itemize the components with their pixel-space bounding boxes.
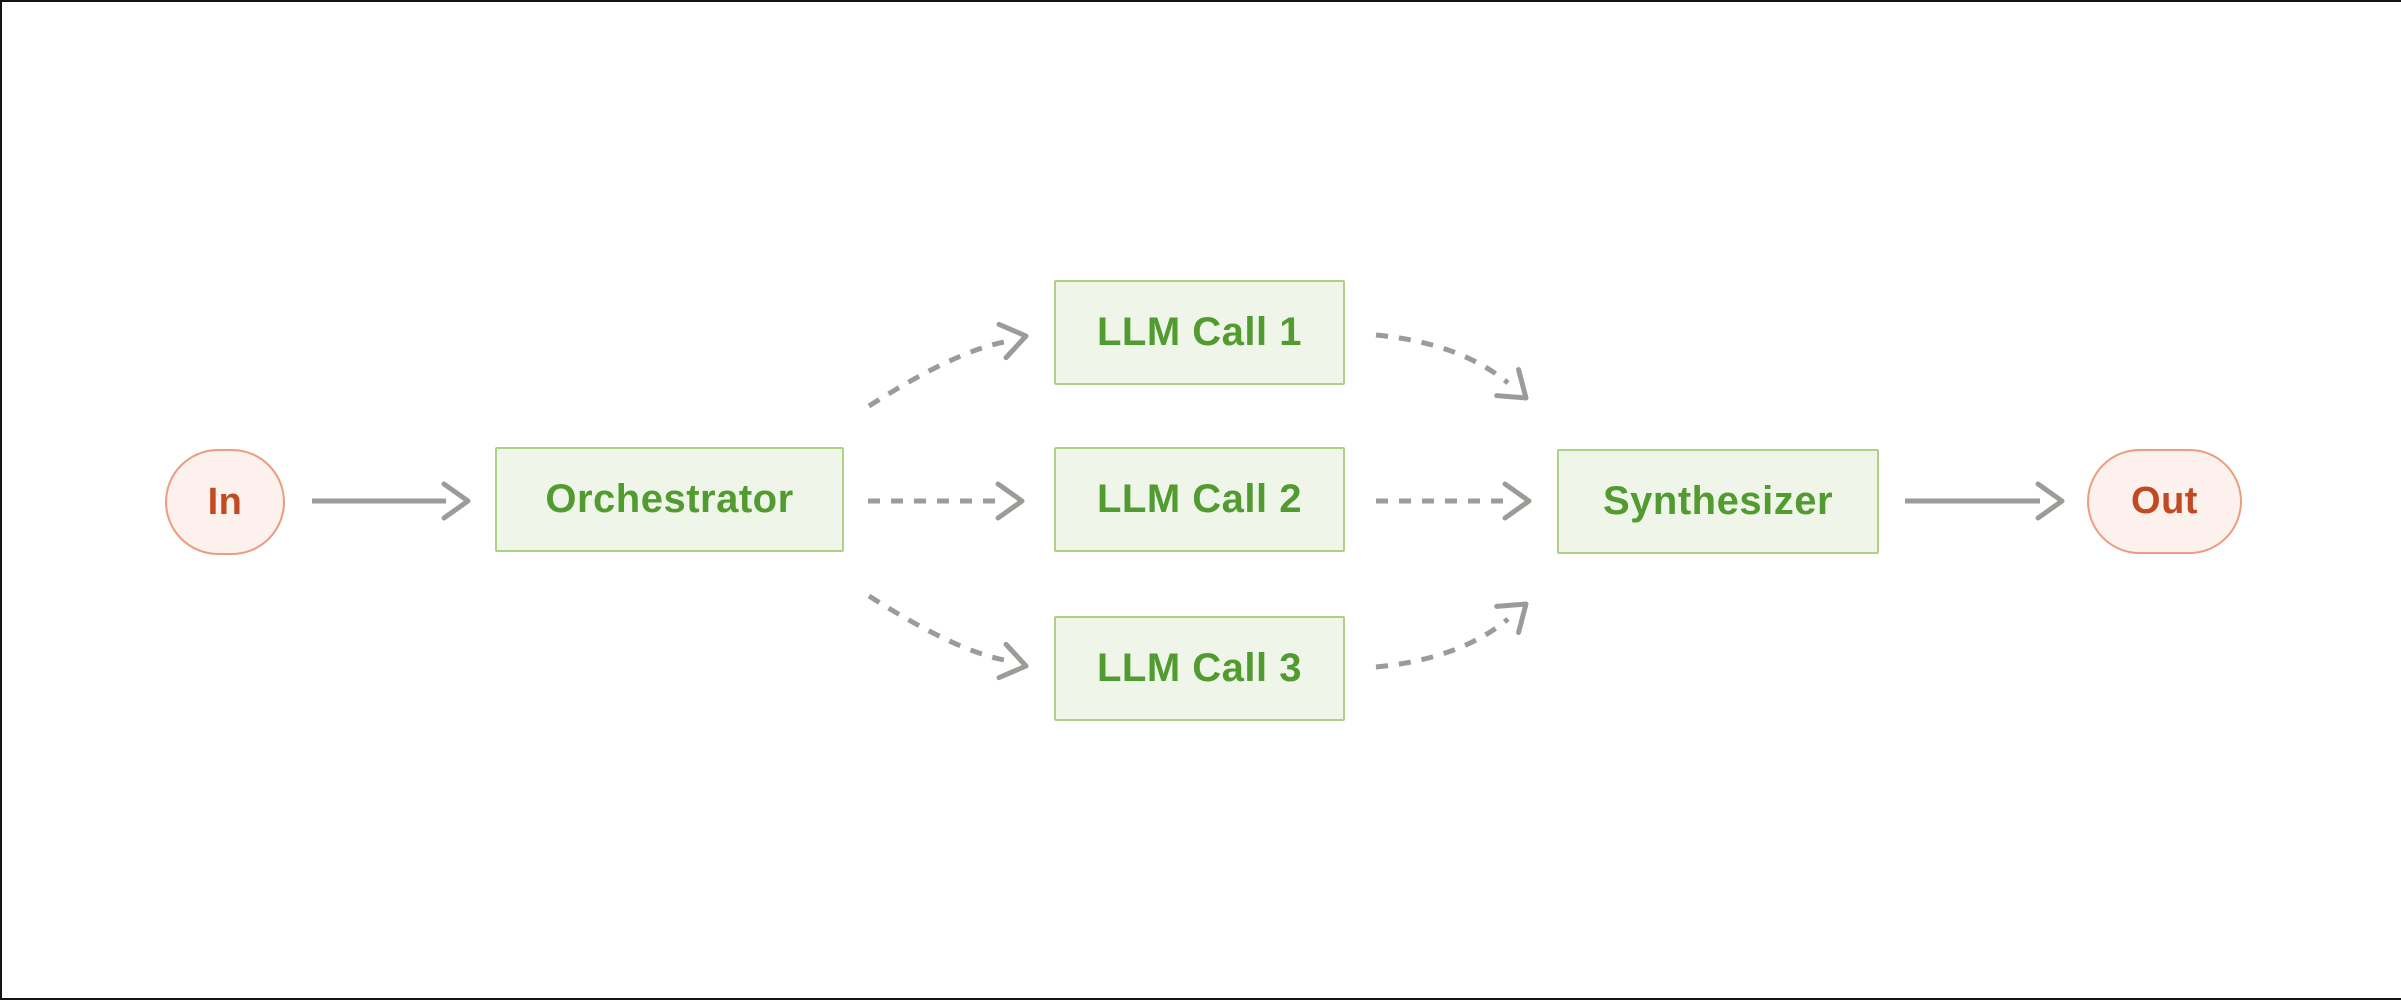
arrow-orchestrator-to-llm2 (868, 481, 1025, 521)
orchestrator-node: Orchestrator (495, 447, 844, 552)
arrow-llm2-to-synthesizer (1376, 481, 1532, 521)
arrow-orchestrator-to-llm1 (867, 321, 1029, 409)
llm-call-3-node: LLM Call 3 (1054, 616, 1345, 721)
arrow-orchestrator-to-llm3 (867, 593, 1029, 681)
output-node: Out (2087, 449, 2242, 554)
input-node-label: In (207, 480, 243, 523)
arrow-llm3-to-synthesizer (1375, 601, 1529, 670)
synthesizer-node-label: Synthesizer (1602, 479, 1834, 523)
arrow-in-to-orchestrator (312, 481, 471, 521)
llm-call-2-node: LLM Call 2 (1054, 447, 1345, 552)
arrow-llm1-to-synthesizer (1375, 332, 1529, 401)
llm-call-3-node-label: LLM Call 3 (1096, 646, 1303, 690)
orchestrator-node-label: Orchestrator (545, 477, 794, 521)
llm-call-1-node: LLM Call 1 (1054, 280, 1345, 385)
arrow-synthesizer-to-out (1905, 481, 2065, 521)
output-node-label: Out (2131, 480, 2198, 522)
input-node: In (165, 449, 285, 555)
synthesizer-node: Synthesizer (1557, 449, 1879, 554)
llm-call-1-node-label: LLM Call 1 (1096, 310, 1303, 354)
llm-call-2-node-label: LLM Call 2 (1096, 477, 1303, 521)
